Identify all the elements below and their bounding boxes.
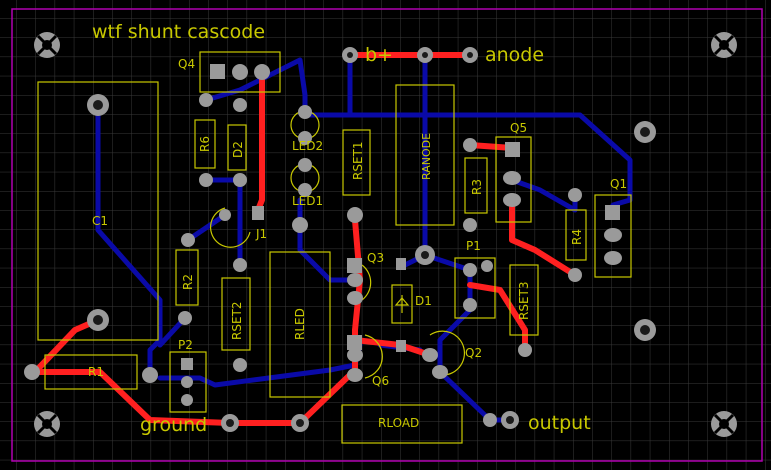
part-j1: J1	[255, 227, 267, 241]
rload-outline	[341, 404, 463, 444]
q6-outline	[364, 334, 383, 379]
part-q3: Q3	[367, 251, 384, 265]
via-icon	[93, 52, 650, 427]
q1-outline	[594, 194, 632, 278]
part-ranode: RANODE	[420, 133, 433, 180]
part-p2: P2	[178, 338, 193, 352]
label-output: output	[528, 412, 591, 434]
q3-outline	[361, 264, 372, 301]
d1-outline	[391, 284, 413, 324]
r4-outline	[565, 209, 587, 261]
rled-outline	[269, 251, 331, 398]
q5-outline	[495, 136, 532, 223]
part-d2: D2	[231, 141, 245, 158]
part-q6: Q6	[372, 374, 389, 388]
part-c1: C1	[92, 214, 108, 228]
ranode-outline	[395, 84, 455, 226]
rset3-outline	[509, 264, 539, 336]
j1-outline	[209, 207, 251, 248]
silkscreen	[37, 51, 632, 444]
part-led1: LED1	[292, 194, 323, 208]
part-rset2: RSET2	[230, 301, 244, 340]
r1-outline	[44, 354, 138, 390]
part-rload: RLOAD	[378, 416, 419, 430]
r2-outline	[175, 249, 199, 306]
label-bplus: b+	[365, 44, 393, 66]
mounting-hole-icon	[34, 32, 737, 437]
rset2-outline	[221, 277, 251, 351]
r3-outline	[464, 157, 488, 214]
part-q5: Q5	[510, 121, 527, 135]
part-q4: Q4	[178, 57, 195, 71]
pad-icon	[24, 47, 656, 432]
part-p1: P1	[466, 239, 481, 253]
label-anode: anode	[485, 44, 544, 66]
q4-outline	[199, 51, 281, 93]
q2-outline	[429, 330, 465, 376]
d2-outline	[227, 124, 247, 171]
label-ground: ground	[140, 414, 207, 436]
part-d1: D1	[415, 294, 432, 308]
part-r2: R2	[181, 274, 195, 290]
part-rset1: RSET1	[351, 141, 365, 180]
c1-outline	[37, 81, 159, 341]
part-r6: R6	[198, 136, 212, 152]
board-title: wtf shunt cascode	[92, 21, 265, 43]
rset1-outline	[342, 129, 371, 196]
board-outline	[11, 8, 763, 462]
part-r4: R4	[570, 229, 584, 245]
part-q1: Q1	[610, 177, 627, 191]
part-led2: LED2	[292, 139, 323, 153]
part-rled: RLED	[293, 308, 307, 340]
part-r1: R1	[88, 365, 104, 379]
part-q2: Q2	[465, 346, 482, 360]
p1-outline	[454, 257, 496, 319]
part-r3: R3	[470, 179, 484, 195]
p2-outline	[169, 351, 207, 413]
r6-outline	[194, 119, 216, 169]
part-rset3: RSET3	[517, 281, 531, 320]
